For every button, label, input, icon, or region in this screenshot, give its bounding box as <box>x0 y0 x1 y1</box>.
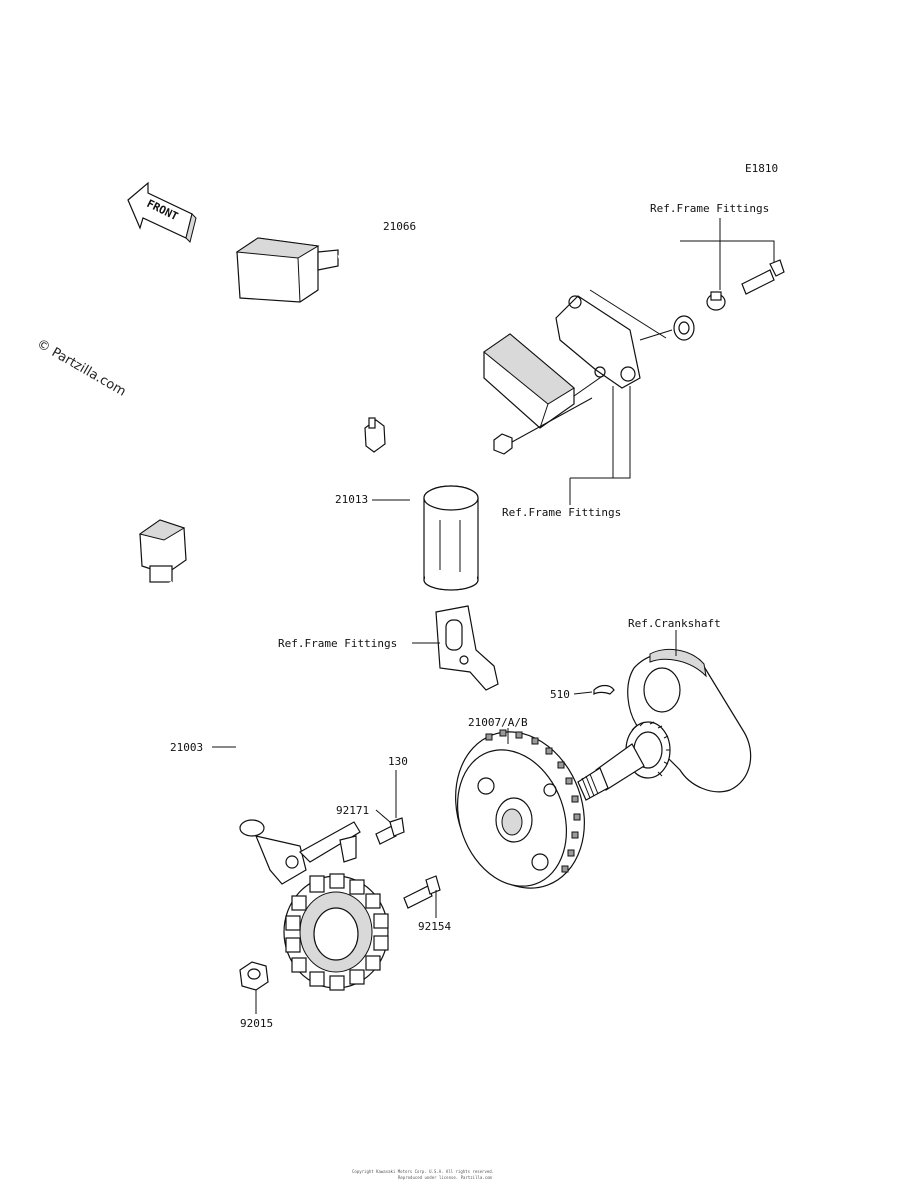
label-nut: 92015 <box>240 1017 273 1030</box>
woodruff-key <box>573 684 615 695</box>
label-rotor: 21007/A/B <box>468 716 528 729</box>
label-condenser: 21013 <box>335 493 368 506</box>
regulator-rectifier <box>235 218 785 505</box>
flywheel-rotor <box>455 728 585 889</box>
label-clamp: 92171 <box>336 804 369 817</box>
footer-line-2: Reproduced under license. Partzilla.com <box>398 1175 493 1180</box>
condenser <box>364 417 499 691</box>
bolt-130 <box>375 770 405 845</box>
label-stator: 21003 <box>170 741 203 754</box>
label-bolt-130: 130 <box>388 755 408 768</box>
partzilla-watermark: © Partzilla.com <box>34 336 128 399</box>
diagram-code: E1810 <box>745 162 778 175</box>
label-crankshaft: Ref.Crankshaft <box>628 617 721 630</box>
crankshaft <box>577 630 752 801</box>
label-frame-fittings-left: Ref.Frame Fittings <box>278 637 397 650</box>
front-arrow-icon: FRONT <box>127 181 197 243</box>
nut-92015 <box>239 961 269 1014</box>
label-regulator: 21066 <box>383 220 416 233</box>
label-frame-fittings-mid: Ref.Frame Fittings <box>502 506 621 519</box>
label-key: 510 <box>550 688 570 701</box>
stator-assembly <box>138 519 389 991</box>
label-bolt-92154: 92154 <box>418 920 451 933</box>
label-frame-fittings-top: Ref.Frame Fittings <box>650 202 769 215</box>
footer-line-1: Copyright Kawasaki Motors Corp. U.S.A. A… <box>352 1169 494 1174</box>
bolt-92154 <box>403 875 441 918</box>
